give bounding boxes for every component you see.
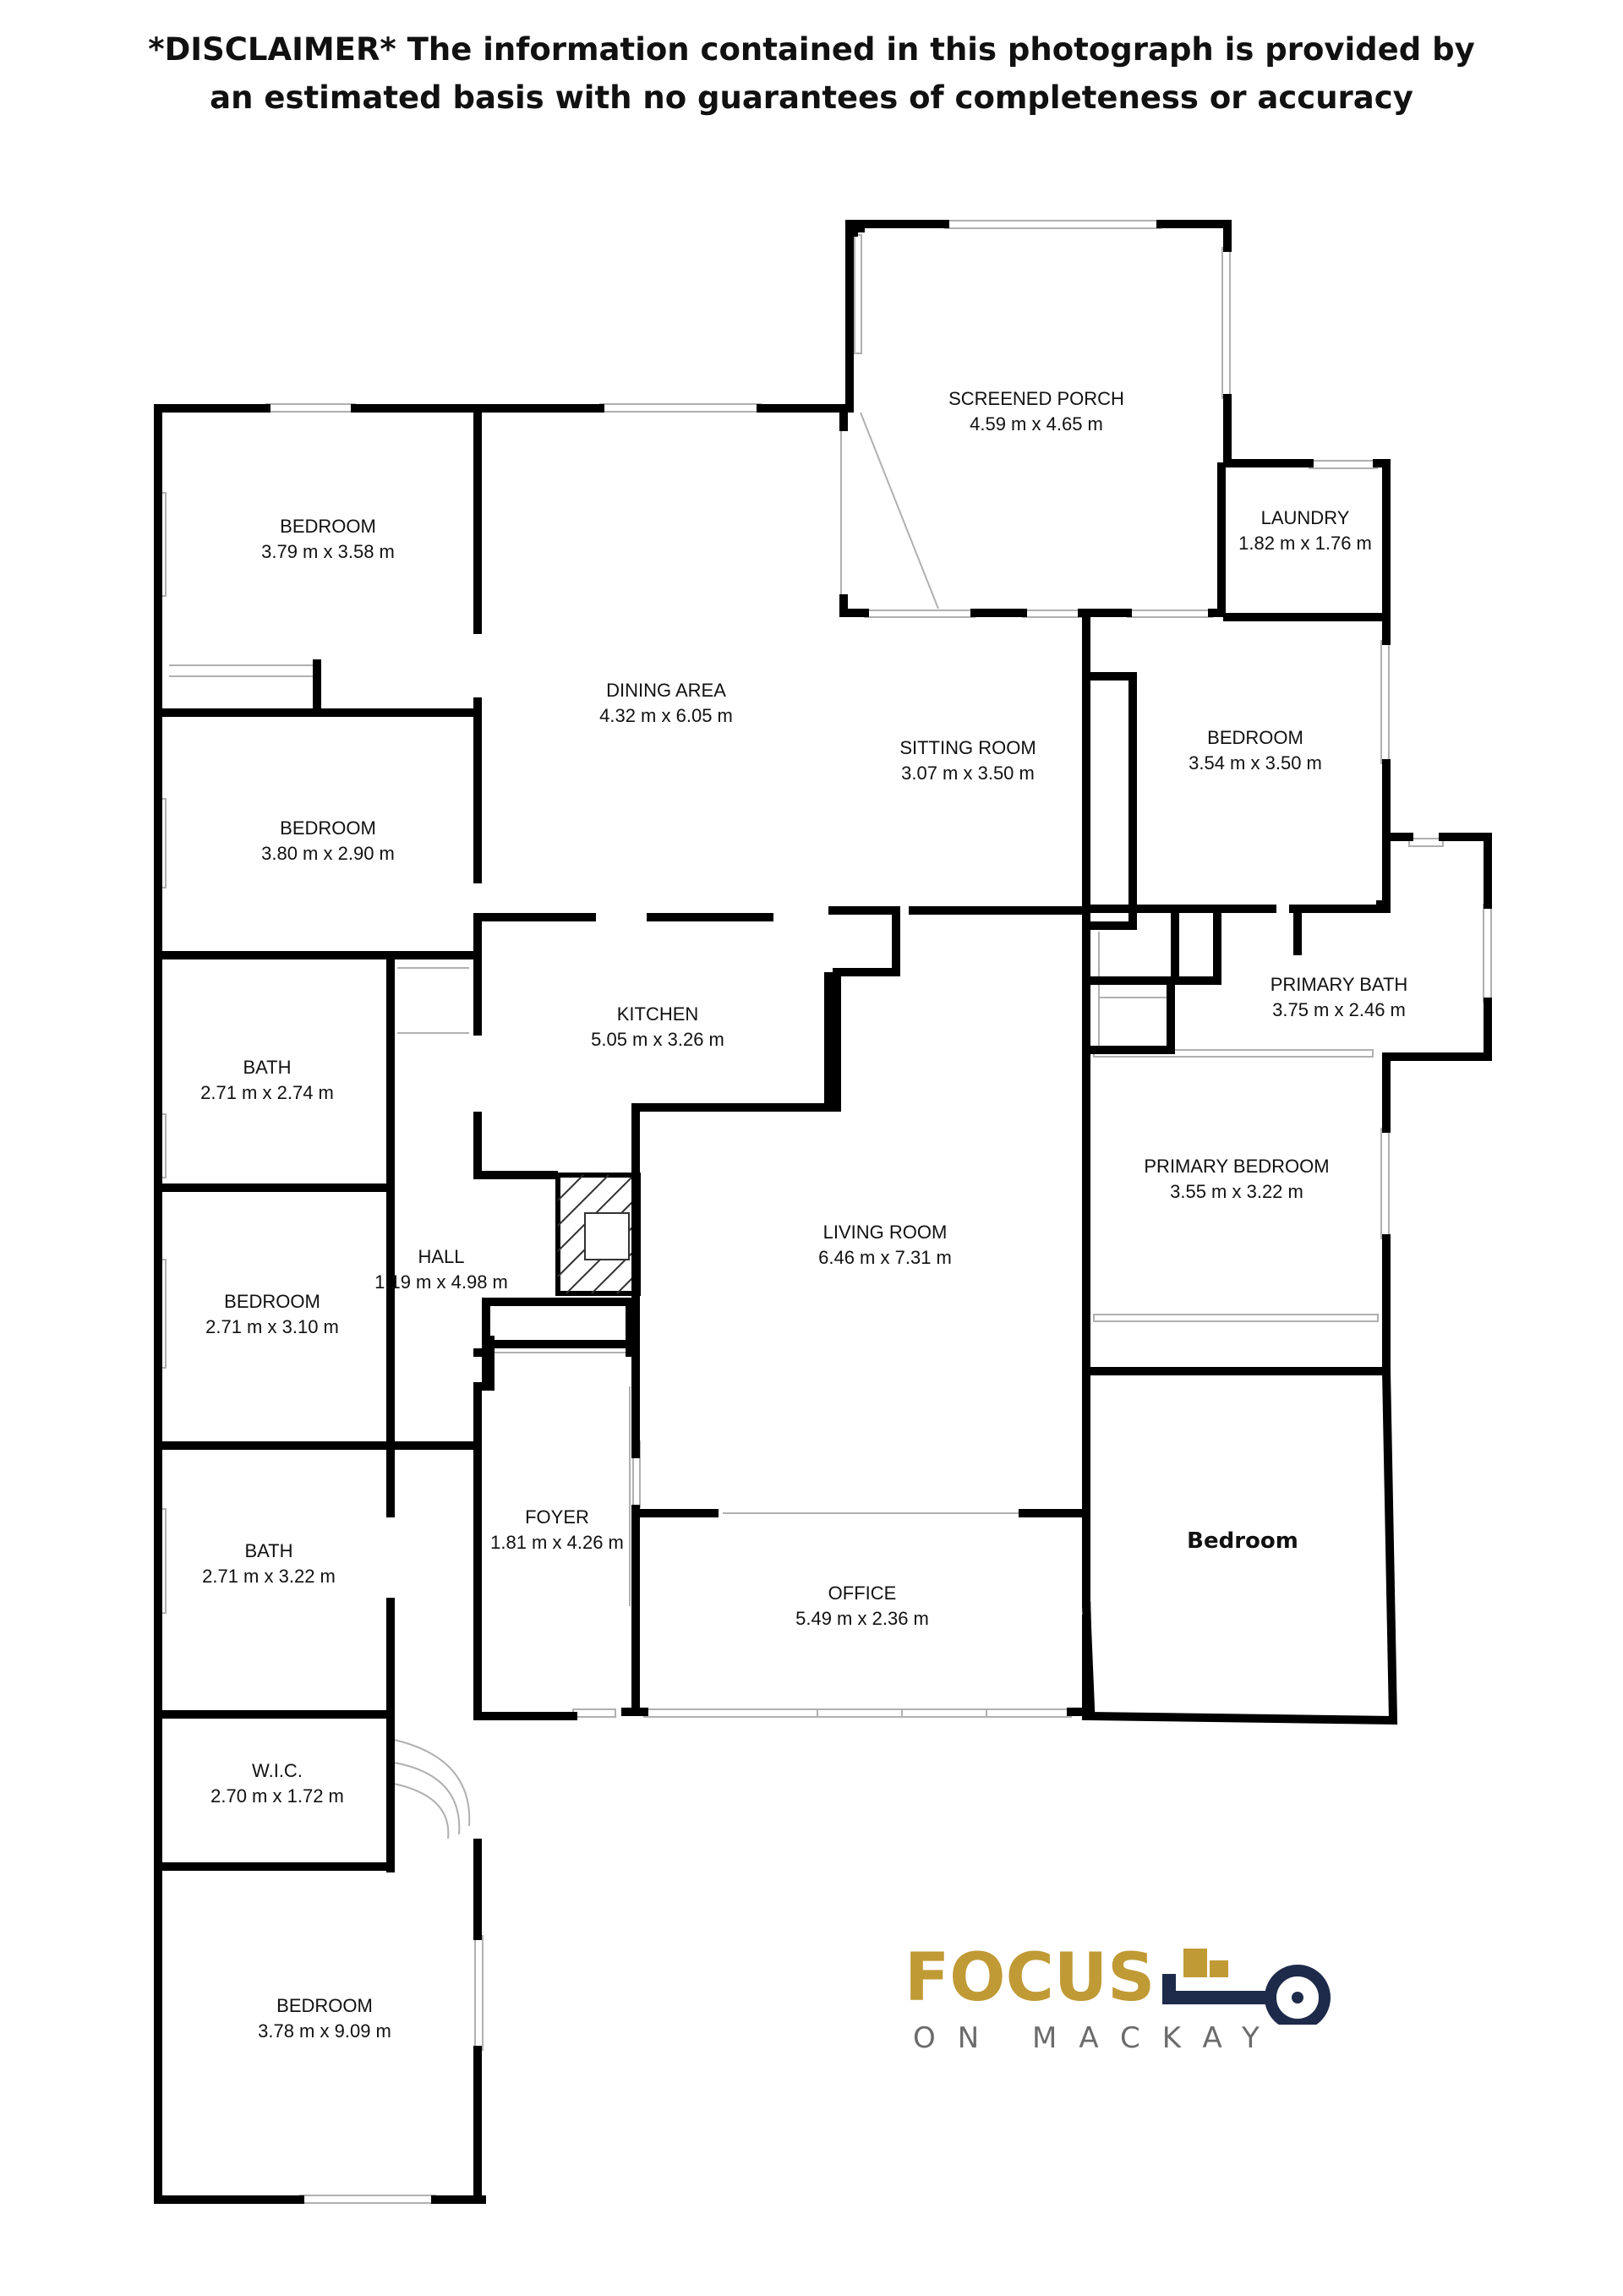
room-bedroom-5: BEDROOM 3.78 m x 9.09 m xyxy=(258,1993,391,2044)
focus-on-mackay-logo: FOCUS ON MACKAY xyxy=(904,1940,1344,2067)
room-laundry: LAUNDRY 1.82 m x 1.76 m xyxy=(1238,506,1372,556)
interior-thin-lines xyxy=(169,412,1167,1840)
room-dims: 5.49 m x 2.36 m xyxy=(795,1608,929,1629)
room-living-room: LIVING ROOM 6.46 m x 7.31 m xyxy=(818,1220,952,1271)
room-name: BEDROOM xyxy=(280,817,376,839)
room-name: BATH xyxy=(243,1057,292,1078)
room-dims: 1.19 m x 4.98 m xyxy=(374,1271,508,1293)
room-name: BEDROOM xyxy=(224,1291,320,1312)
room-bedroom-4: BEDROOM 2.71 m x 3.10 m xyxy=(205,1289,339,1340)
room-dims: 4.32 m x 6.05 m xyxy=(599,705,733,726)
room-name: W.I.C. xyxy=(252,1760,303,1781)
room-dims: 3.78 m x 9.09 m xyxy=(258,2020,391,2042)
room-name: PRIMARY BATH xyxy=(1270,974,1408,995)
room-name: HALL xyxy=(418,1246,465,1267)
room-dims: 1.81 m x 4.26 m xyxy=(490,1532,624,1553)
room-primary-bedroom: PRIMARY BEDROOM 3.55 m x 3.22 m xyxy=(1144,1154,1329,1205)
room-dims: 3.75 m x 2.46 m xyxy=(1272,999,1406,1020)
room-name: SCREENED PORCH xyxy=(948,388,1124,409)
room-wic: W.I.C. 2.70 m x 1.72 m xyxy=(210,1758,344,1809)
room-dims: 5.05 m x 3.26 m xyxy=(591,1029,724,1050)
room-name: BEDROOM xyxy=(280,516,376,537)
room-dims: 1.82 m x 1.76 m xyxy=(1238,533,1372,554)
room-dims: 3.55 m x 3.22 m xyxy=(1170,1181,1303,1202)
room-name: Bedroom xyxy=(1187,1528,1298,1554)
room-hall: HALL 1.19 m x 4.98 m xyxy=(374,1244,508,1295)
room-name: KITCHEN xyxy=(616,1003,699,1025)
room-dining-area: DINING AREA 4.32 m x 6.05 m xyxy=(599,678,733,729)
room-dims: 6.46 m x 7.31 m xyxy=(818,1247,952,1268)
room-screened-porch: SCREENED PORCH 4.59 m x 4.65 m xyxy=(948,386,1124,437)
room-dims: 3.80 m x 2.90 m xyxy=(261,843,395,864)
logo-word: FOCUS xyxy=(904,1940,1156,2016)
room-name: DINING AREA xyxy=(606,680,726,701)
room-dims: 3.79 m x 3.58 m xyxy=(261,541,395,562)
room-sitting-room: SITTING ROOM 3.07 m x 3.50 m xyxy=(899,735,1036,786)
room-name: PRIMARY BEDROOM xyxy=(1144,1156,1330,1177)
fireplace xyxy=(555,1173,641,1296)
disclaimer-line-2: an estimated basis with no guarantees of… xyxy=(210,79,1413,116)
room-dims: 3.07 m x 3.50 m xyxy=(901,763,1035,784)
room-name: LAUNDRY xyxy=(1260,507,1350,528)
room-foyer: FOYER 1.81 m x 4.26 m xyxy=(490,1505,624,1555)
room-bedroom-added: Bedroom xyxy=(1187,1528,1298,1554)
room-name: BEDROOM xyxy=(1207,727,1303,748)
logo-subtitle: ON MACKAY xyxy=(913,2021,1281,2055)
room-name: SITTING ROOM xyxy=(899,737,1036,758)
room-dims: 2.71 m x 3.10 m xyxy=(205,1316,339,1337)
room-name: OFFICE xyxy=(828,1583,897,1604)
room-name: BATH xyxy=(244,1540,293,1561)
room-bedroom-1: BEDROOM 3.79 m x 3.58 m xyxy=(261,514,395,565)
room-dims: 3.54 m x 3.50 m xyxy=(1189,752,1322,774)
room-kitchen: KITCHEN 5.05 m x 3.26 m xyxy=(591,1002,724,1052)
room-name: BEDROOM xyxy=(276,1995,373,2016)
disclaimer-line-1: *DISCLAIMER* The information contained i… xyxy=(148,31,1475,68)
room-bedroom-2: BEDROOM 3.54 m x 3.50 m xyxy=(1189,725,1322,776)
room-bath-1: BATH 2.71 m x 2.74 m xyxy=(200,1055,334,1106)
room-dims: 2.70 m x 1.72 m xyxy=(210,1785,344,1807)
disclaimer: *DISCLAIMER* The information contained i… xyxy=(0,25,1623,122)
walls xyxy=(154,220,1492,2204)
room-dims: 4.59 m x 4.65 m xyxy=(970,413,1103,435)
room-primary-bath: PRIMARY BATH 3.75 m x 2.46 m xyxy=(1271,972,1408,1023)
room-dims: 2.71 m x 3.22 m xyxy=(202,1566,336,1587)
room-bath-2: BATH 2.71 m x 3.22 m xyxy=(202,1539,336,1589)
room-bedroom-3: BEDROOM 3.80 m x 2.90 m xyxy=(261,816,395,866)
room-dims: 2.71 m x 2.74 m xyxy=(200,1082,334,1103)
room-name: LIVING ROOM xyxy=(822,1222,948,1243)
key-icon xyxy=(1162,1949,1331,2025)
room-office: OFFICE 5.49 m x 2.36 m xyxy=(795,1581,929,1632)
room-name: FOYER xyxy=(525,1506,589,1528)
